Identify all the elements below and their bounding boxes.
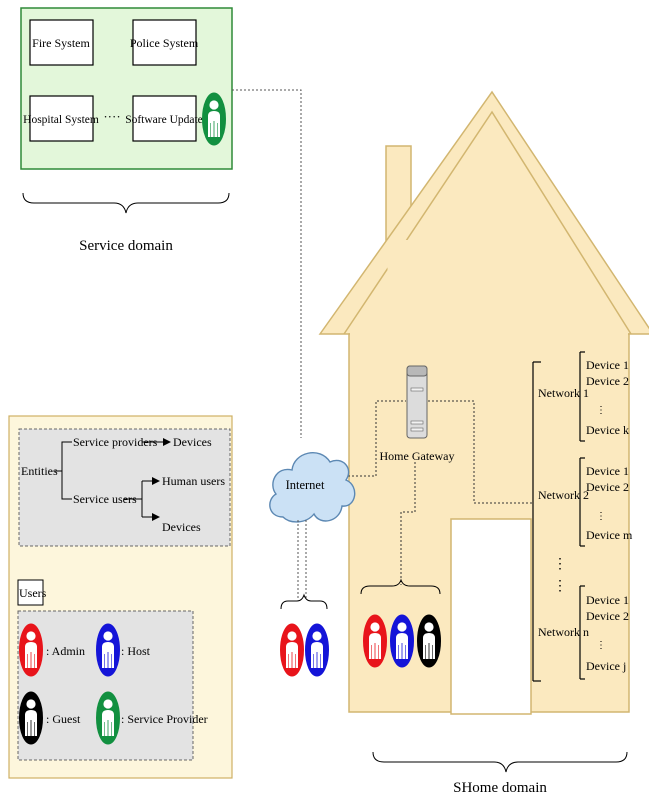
network-2-device-1: Device 1	[586, 464, 629, 478]
police-system-box	[132, 19, 197, 66]
house-door	[450, 518, 532, 715]
internet-label: Internet	[286, 478, 325, 492]
legend-service-provider-label: : Service Provider	[121, 712, 208, 726]
service-domain: Fire System Police System Hospital Syste…	[20, 7, 233, 254]
service-ellipsis: ····	[103, 109, 120, 124]
roof-seam-cover	[350, 332, 628, 336]
hospital-system-box	[29, 95, 94, 142]
service-users-label: Service users	[73, 492, 137, 506]
gateway-users-link	[400, 462, 416, 585]
software-update-label: Software Update	[125, 114, 203, 126]
human-users-label: Human users	[162, 474, 225, 488]
network-1-label: Network 1	[538, 386, 589, 400]
service-domain-brace	[22, 192, 230, 214]
home-guest-user-icon	[417, 614, 441, 668]
shome-domain-label: SHome domain	[453, 780, 547, 796]
hospital-system-label: Hospital System	[23, 114, 99, 126]
network-n-device-j: Device j	[586, 659, 626, 673]
network-1-device-2: Device 2	[586, 374, 629, 388]
network-1-dots: ⋮	[596, 405, 606, 416]
entities-root-label: Entities	[21, 464, 58, 478]
home-host-user-icon	[390, 614, 414, 668]
network-n-label: Network n	[538, 625, 589, 639]
home-admin-user-icon	[363, 614, 387, 668]
shome-domain-brace	[372, 751, 628, 773]
remote-host-user-icon	[305, 623, 329, 677]
network-1-device-k: Device k	[586, 423, 629, 437]
network-2-dots: ⋮	[596, 511, 606, 522]
legend-service-provider-icon	[96, 691, 120, 745]
legend-panel: Entities Service providers Devices Servi…	[8, 415, 233, 779]
provider-devices-label: Devices	[173, 435, 212, 449]
home-gateway-label: Home Gateway	[380, 449, 455, 463]
remote-users-brace	[280, 593, 328, 610]
svg-text:⋮: ⋮	[553, 579, 567, 594]
networks-vertical-dots: ⋮	[553, 557, 567, 572]
home-users-brace	[360, 578, 441, 595]
chimney-seam-cover	[387, 240, 410, 280]
legend-admin-icon	[19, 623, 43, 677]
network-tree: Network 1 Device 1 Device 2 ⋮ Device k N…	[532, 351, 633, 682]
network-2-device-m: Device m	[586, 528, 633, 542]
gateway-right-link	[428, 400, 533, 504]
entities-box	[18, 428, 231, 547]
service-domain-label: Service domain	[79, 238, 173, 254]
remote-admin-user-icon	[280, 623, 304, 677]
software-update-box	[132, 95, 197, 142]
service-providers-label: Service providers	[73, 435, 158, 449]
user-devices-label: Devices	[162, 520, 201, 534]
house-roof	[318, 90, 649, 335]
internet-cloud-icon	[269, 452, 356, 523]
gateway-left-link	[336, 400, 406, 477]
smart-home	[318, 90, 649, 715]
service-internet-link	[232, 89, 302, 438]
network-n-device-1: Device 1	[586, 593, 629, 607]
legend-host-label: : Host	[121, 644, 151, 658]
police-system-label: Police System	[130, 36, 199, 50]
network-1-device-1: Device 1	[586, 358, 629, 372]
network-2-label: Network 2	[538, 488, 589, 502]
network-n-device-2: Device 2	[586, 609, 629, 623]
network-n-dots: ⋮	[596, 640, 606, 651]
network-2-device-2: Device 2	[586, 480, 629, 494]
fire-system-box	[29, 19, 94, 66]
users-title: Users	[19, 586, 47, 600]
fire-system-label: Fire System	[32, 36, 90, 50]
legend-host-icon	[96, 623, 120, 677]
users-title-box	[17, 579, 44, 606]
legend-guest-icon	[19, 691, 43, 745]
legend-guest-label: : Guest	[46, 712, 81, 726]
home-gateway-icon	[406, 365, 428, 439]
legend-admin-label: : Admin	[46, 644, 85, 658]
service-provider-user-icon	[202, 92, 226, 146]
